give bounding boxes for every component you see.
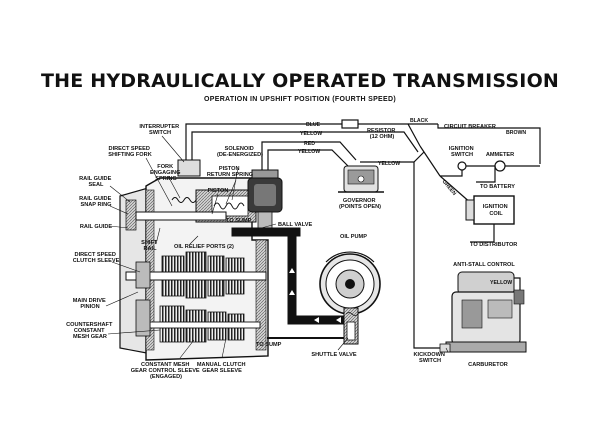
wire-label-brown: BROWN (506, 130, 526, 136)
label-piston: PISTON (208, 188, 229, 194)
wiring (185, 119, 541, 349)
label-carburetor: CARBURETOR (468, 362, 508, 368)
governor (338, 165, 384, 193)
wire-label-black: BLACK (410, 118, 428, 124)
wire-label-green: GREEN (441, 179, 458, 197)
label-governor: GOVERNOR (POINTS OPEN) (339, 198, 381, 210)
label-to-distributor: TO DISTRIBUTOR (470, 242, 517, 248)
solenoid (247, 169, 283, 233)
transmission-case (119, 159, 269, 361)
label-resistor: RESISTOR (12 OHM) (367, 128, 397, 140)
label-countershaft-constant-mesh-gear: COUNTERSHAFT CONSTANT MESH GEAR (66, 322, 114, 340)
label-manual-clutch-gear-sleeve: MANUAL CLUTCH GEAR SLEEVE (197, 362, 247, 374)
label-direct-speed-clutch-sleeve: DIRECT SPEED CLUTCH SLEEVE (73, 252, 120, 264)
label-solenoid: SOLENOID (DE-ENERGIZED) (217, 146, 263, 158)
label-oil-pump: OIL PUMP (340, 234, 367, 240)
label-shuttle-valve: SHUTTLE VALVE (311, 352, 356, 358)
label-rail-guide-snap-ring: RAIL GUIDE SNAP RING (79, 196, 113, 208)
label-to-sump-top: TO SUMP (226, 218, 252, 224)
label-rail-guide-seal: RAIL GUIDE SEAL (79, 176, 113, 188)
label-constant-mesh-gear-control-sleeve: CONSTANT MESH GEAR CONTROL SLEEVE (ENGAG… (131, 362, 201, 380)
wire-label-red: RED (304, 141, 315, 147)
label-fork-engaging-spring: FORK ENGAGING SPRING (150, 164, 182, 182)
label-oil-relief-ports: OIL RELIEF PORTS (2) (174, 244, 234, 250)
label-kickdown-switch: KICKDOWN SWITCH (414, 352, 447, 364)
label-rail-guide: RAIL GUIDE (80, 224, 112, 230)
label-ball-valve: BALL VALVE (278, 222, 312, 228)
label-shift-rail: SHIFT RAIL (141, 240, 159, 252)
label-piston-return-spring: PISTON RETURN SPRING (207, 166, 253, 178)
label-main-drive-pinion: MAIN DRIVE PINION (73, 298, 108, 310)
component-labels: INTERRUPTER SWITCH DIRECT SPEED SHIFTING… (66, 124, 517, 380)
label-to-sump-bottom: TO SUMP (256, 342, 282, 348)
label-ammeter: AMMETER (486, 152, 514, 158)
leader-lines (105, 135, 449, 359)
label-to-battery: TO BATTERY (480, 184, 515, 190)
diagram-subtitle: OPERATION IN UPSHIFT POSITION (FOURTH SP… (204, 96, 396, 103)
wire-label-blue: BLUE (306, 122, 321, 128)
shuttle-valve (343, 307, 359, 345)
label-interrupter-switch: INTERRUPTER SWITCH (139, 124, 180, 136)
label-ignition-coil: IGNITION COIL (483, 204, 509, 217)
label-ignition-switch: IGNITION SWITCH (449, 146, 475, 158)
diagram-title: THE HYDRAULICALLY OPERATED TRANSMISSION (40, 70, 560, 92)
oil-pump (319, 251, 381, 315)
carburetor (439, 271, 527, 353)
wire-label-yellow-1: YELLOW (300, 131, 322, 137)
label-circuit-breaker: CIRCUIT BREAKER (444, 124, 496, 130)
wire-label-yellow-2: YELLOW (298, 149, 320, 155)
wire-label-yellow-3: YELLOW (378, 161, 400, 167)
wire-label-yellow-anti-stall: YELLOW (490, 280, 512, 286)
label-direct-speed-shifting-fork: DIRECT SPEED SHIFTING FORK (108, 146, 152, 158)
label-anti-stall-control: ANTI-STALL CONTROL (453, 262, 515, 268)
